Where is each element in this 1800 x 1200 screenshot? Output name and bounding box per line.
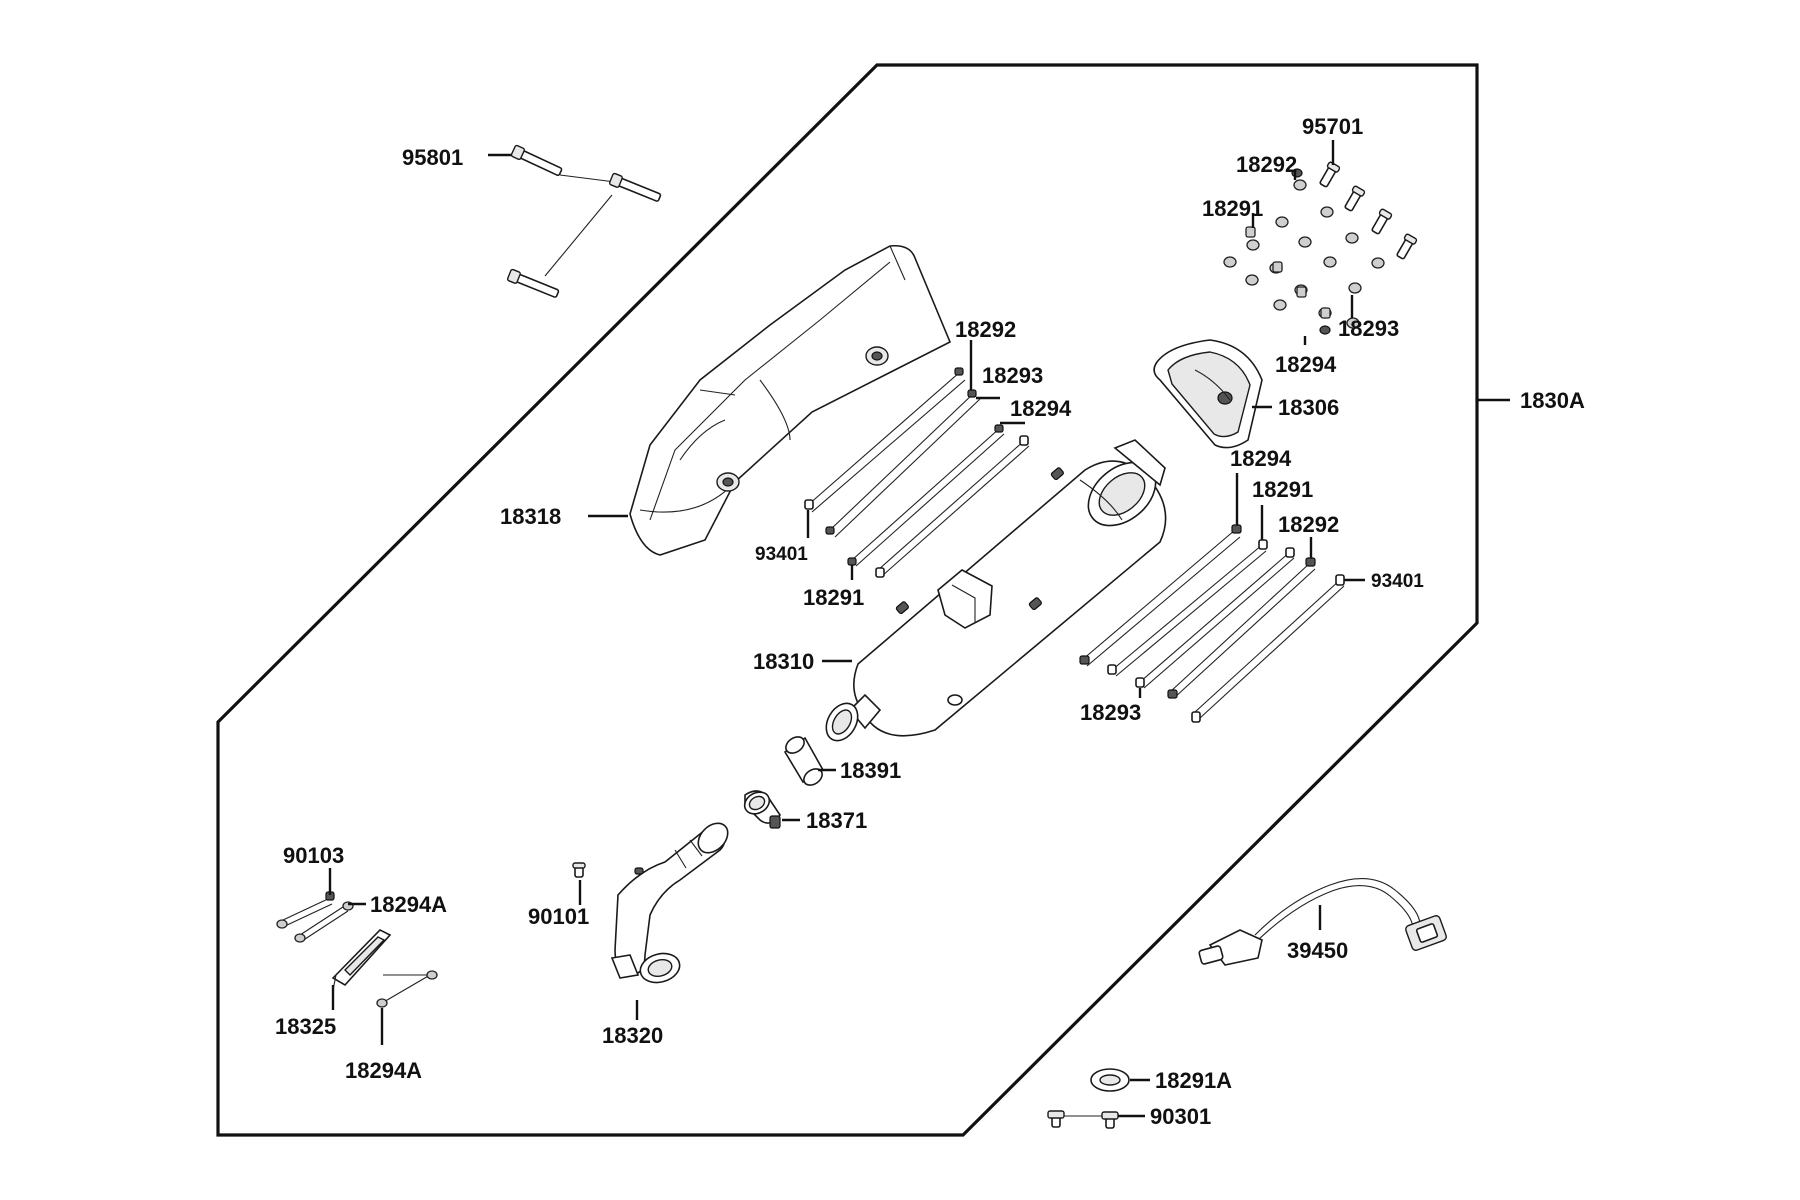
- part-18294A-washer-strap: [376, 970, 438, 1008]
- label-18391: 18391: [840, 758, 901, 783]
- label-18294-b: 18294: [1010, 396, 1072, 421]
- label-18291A: 18291A: [1155, 1068, 1232, 1093]
- label-93401-a: 93401: [755, 544, 808, 565]
- label-18320: 18320: [602, 1023, 663, 1048]
- part-18325-bracket: [331, 929, 392, 991]
- label-90301: 90301: [1150, 1104, 1211, 1129]
- part-18391-gasket: [783, 736, 825, 786]
- part-18320-exhaust-pipe: [610, 822, 729, 984]
- label-18292-b: 18292: [955, 317, 1016, 342]
- label-95701: 95701: [1302, 114, 1363, 139]
- label-18294-a: 18294: [1275, 352, 1337, 377]
- label-18306: 18306: [1278, 395, 1339, 420]
- label-18293-a: 18293: [1338, 316, 1399, 341]
- label-18293-b: 18293: [982, 363, 1043, 388]
- part-clamp-straps-right: [1079, 524, 1345, 723]
- part-18371-clamp: [743, 790, 781, 829]
- part-hardware-grid: [1223, 161, 1418, 335]
- label-18325: 18325: [275, 1014, 336, 1039]
- label-18294-c: 18294: [1230, 446, 1292, 471]
- part-18306-end-cap: [1153, 339, 1263, 449]
- label-90103: 90103: [283, 843, 344, 868]
- label-18292-a: 18292: [1236, 152, 1297, 177]
- label-39450: 39450: [1287, 938, 1348, 963]
- label-18291-b: 18291: [803, 585, 864, 610]
- label-18293-c: 18293: [1080, 700, 1141, 725]
- label-18318: 18318: [500, 504, 561, 529]
- label-18292-c: 18292: [1278, 512, 1339, 537]
- part-clamp-straps-left: [804, 367, 1030, 578]
- part-18291A-washer: [1090, 1068, 1130, 1092]
- part-39450-oxygen-sensor: [1198, 878, 1447, 966]
- part-90101-bolt: [572, 862, 586, 878]
- label-90101: 90101: [528, 904, 589, 929]
- assembly-boundary: [216, 63, 1479, 1137]
- part-95801-bolts: [488, 144, 662, 298]
- label-1830A: 1830A: [1520, 388, 1585, 413]
- part-90301-bolts: [1047, 1110, 1119, 1129]
- label-18294A-a: 18294A: [370, 892, 447, 917]
- label-18291-c: 18291: [1252, 477, 1313, 502]
- label-18371: 18371: [806, 808, 867, 833]
- label-18291-a: 18291: [1202, 196, 1263, 221]
- part-90103-bolts: [276, 891, 354, 943]
- label-18310: 18310: [753, 649, 814, 674]
- part-18318-heat-shield: [629, 244, 952, 556]
- label-93401-b: 93401: [1371, 571, 1424, 592]
- part-18310-muffler: [825, 439, 1167, 742]
- label-18294A-b: 18294A: [345, 1058, 422, 1083]
- label-95801: 95801: [402, 145, 463, 170]
